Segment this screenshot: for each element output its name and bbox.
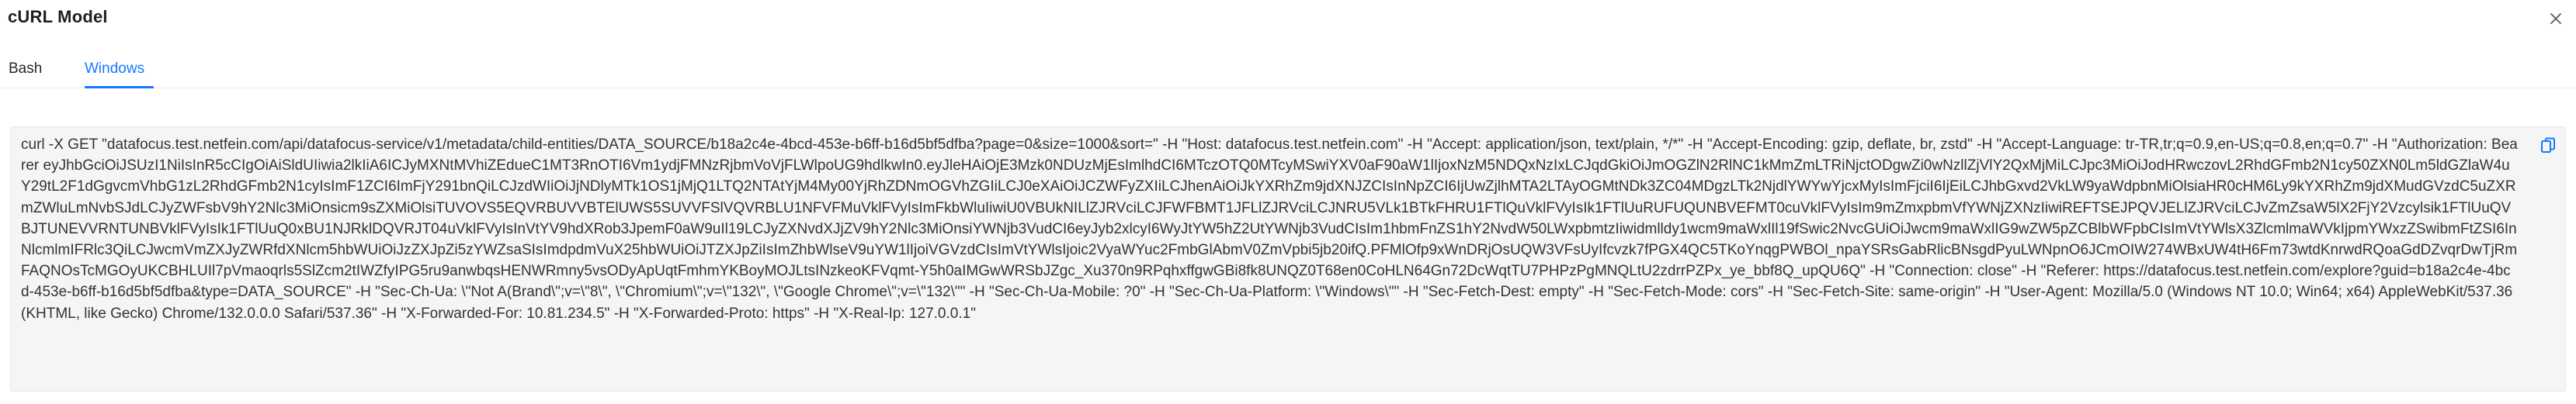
close-button[interactable]	[2545, 8, 2567, 29]
tab-bar: Bash Windows	[0, 48, 2576, 88]
copy-icon	[2541, 137, 2555, 153]
active-tab-indicator	[85, 86, 154, 88]
copy-button[interactable]	[2537, 135, 2559, 157]
tab-windows[interactable]: Windows	[85, 60, 145, 77]
close-icon	[2550, 13, 2561, 24]
curl-code-block[interactable]: curl -X GET "datafocus.test.netfein.com/…	[10, 126, 2566, 392]
modal-header: cURL Model	[0, 0, 2576, 43]
modal-title: cURL Model	[8, 7, 108, 26]
curl-command-text[interactable]: curl -X GET "datafocus.test.netfein.com/…	[21, 136, 2518, 322]
tab-bash[interactable]: Bash	[9, 60, 43, 77]
